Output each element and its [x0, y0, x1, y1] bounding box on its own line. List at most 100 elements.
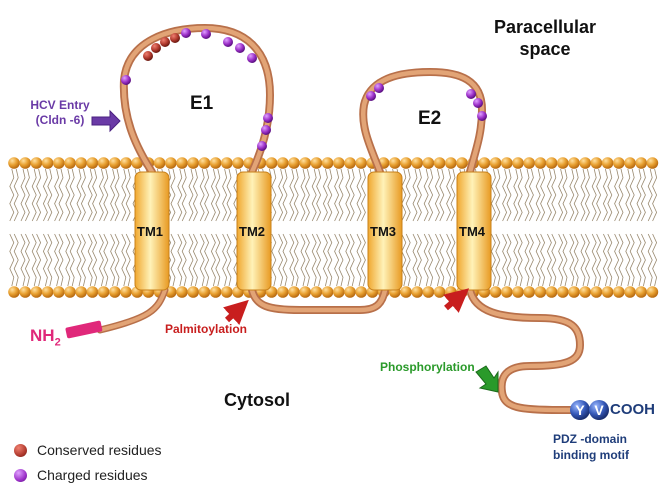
- legend-item-charged: Charged residues: [14, 467, 148, 483]
- conserved-legend-label: Conserved residues: [37, 442, 162, 458]
- charged-residue: [235, 43, 245, 53]
- lipid-tail: [192, 168, 198, 222]
- lipid-head: [221, 157, 233, 169]
- lipid-tail: [87, 168, 93, 222]
- tm4-label: TM4: [459, 224, 485, 239]
- lipid-tail: [9, 233, 15, 287]
- lipid-tail: [569, 233, 575, 287]
- protein-strand: [96, 23, 585, 414]
- lipid-tail: [517, 233, 523, 287]
- lipid-tail: [614, 233, 620, 287]
- tm4-helix: [456, 171, 492, 291]
- lipid-tail: [428, 168, 434, 222]
- lipid-tail: [416, 168, 422, 222]
- lipid-tail: [87, 233, 93, 287]
- lipid-tail: [360, 233, 366, 287]
- lipid-tail: [271, 168, 277, 222]
- lipid-head: [299, 286, 312, 298]
- lipid-tail: [405, 168, 411, 222]
- lipid-tail: [591, 233, 597, 287]
- lipid-tail: [334, 168, 340, 222]
- charged-legend-label: Charged residues: [37, 467, 148, 483]
- lipid-tail: [327, 168, 333, 222]
- charged-residue: [263, 113, 273, 123]
- lipid-tail: [412, 168, 418, 222]
- lipid-tail: [349, 233, 355, 287]
- lipid-tail: [98, 168, 104, 222]
- lipid-tail: [434, 168, 440, 222]
- lipid-tail: [316, 168, 322, 222]
- lipid-tail: [490, 233, 496, 287]
- lipid-head: [411, 286, 424, 298]
- v-residue-label: V: [594, 402, 604, 418]
- lipid-head: [53, 286, 65, 298]
- lipid-head: [557, 286, 569, 298]
- lipid-head: [19, 157, 32, 169]
- conserved-legend-dot: [14, 443, 27, 457]
- lipid-head: [333, 157, 345, 169]
- lipid-tail: [125, 168, 131, 222]
- lipid-tail: [166, 168, 172, 222]
- lipid-tail: [110, 168, 116, 222]
- lipid-head: [545, 286, 558, 298]
- lipid-head: [109, 157, 121, 169]
- lipid-tail: [647, 168, 653, 222]
- lipid-head: [75, 286, 87, 298]
- lipid-tail: [502, 168, 508, 222]
- lipid-tail: [121, 233, 127, 287]
- lipid-tail: [546, 233, 552, 287]
- lipid-tail: [170, 233, 176, 287]
- lipid-tail: [517, 168, 523, 222]
- lipid-tail: [558, 233, 564, 287]
- lipid-tail: [293, 168, 299, 222]
- lipid-tail: [199, 233, 205, 287]
- conserved-residues: [143, 33, 180, 61]
- lipid-tail: [24, 233, 30, 287]
- red-arrow-tm2: [223, 299, 249, 325]
- lipid-tail: [226, 168, 232, 222]
- lipid-tail: [584, 168, 590, 222]
- lipid-head: [400, 157, 412, 169]
- lipid-tail: [334, 233, 340, 287]
- lipid-tail: [551, 233, 557, 287]
- lipid-head: [86, 157, 99, 169]
- lipid-head: [523, 157, 535, 169]
- conserved-residue: [170, 33, 180, 43]
- lipid-tail: [47, 233, 53, 287]
- lipid-tail: [188, 168, 194, 222]
- nh2-text: NH: [30, 326, 55, 345]
- lipid-tail: [121, 168, 127, 222]
- lipid-tail: [506, 168, 512, 222]
- lipid-tail: [446, 233, 452, 287]
- red-arrow-tm4: [443, 288, 470, 313]
- e1-label: E1: [190, 93, 214, 114]
- lipid-head: [310, 157, 323, 169]
- lipid-tail: [618, 233, 624, 287]
- lipid-tail: [625, 233, 631, 287]
- lipid-tail: [322, 233, 328, 287]
- lipid-tail: [322, 168, 328, 222]
- lipid-tail: [446, 168, 452, 222]
- lipid-head: [411, 157, 424, 169]
- lipid-head: [64, 286, 76, 298]
- lipid-tail: [573, 168, 579, 222]
- lipid-head: [635, 286, 647, 298]
- lipid-tail: [640, 233, 646, 287]
- lipid-head: [97, 157, 110, 169]
- lipid-tail: [80, 168, 86, 222]
- lipid-head: [646, 157, 659, 169]
- charged-legend-dot: [14, 468, 27, 482]
- lipid-head: [86, 286, 99, 298]
- lipid-head: [153, 157, 166, 169]
- lipid-tail: [607, 233, 613, 287]
- lipid-head: [445, 286, 457, 298]
- lipid-head: [433, 286, 446, 298]
- lipid-head: [53, 157, 65, 169]
- lipid-tail: [349, 168, 355, 222]
- lipid-tail: [177, 168, 183, 222]
- lipid-head: [478, 157, 491, 169]
- lipid-tail: [54, 233, 60, 287]
- lipid-tail: [98, 233, 104, 287]
- lipid-tail: [103, 168, 109, 222]
- lipid-head: [344, 157, 356, 169]
